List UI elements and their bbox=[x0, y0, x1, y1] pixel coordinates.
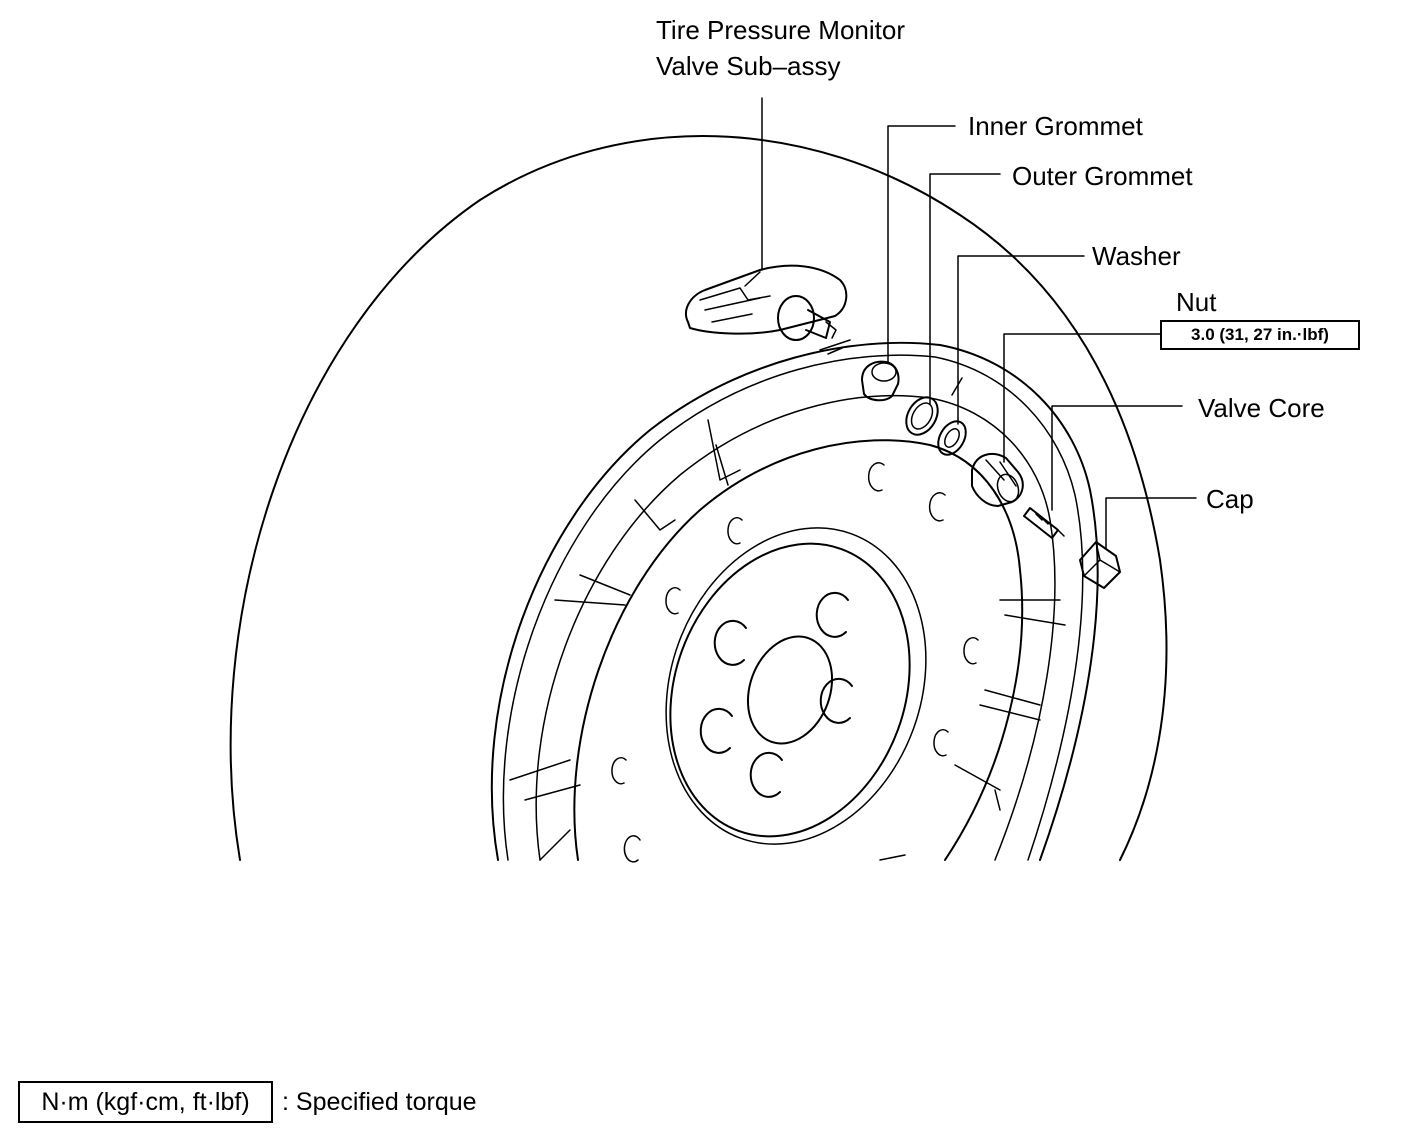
tire-outline bbox=[229, 135, 1168, 861]
washer-label: Washer bbox=[1092, 241, 1181, 271]
outer-grommet-icon bbox=[905, 396, 939, 436]
wheel-hub bbox=[665, 527, 927, 845]
tpms-sensor-icon bbox=[685, 264, 848, 341]
wheel-rim bbox=[490, 341, 1099, 861]
washer-icon bbox=[937, 420, 967, 456]
tpm-valve-label-line2: Valve Sub–assy bbox=[656, 51, 841, 81]
torque-legend-description: : Specified torque bbox=[282, 1088, 477, 1116]
cap-label: Cap bbox=[1206, 484, 1254, 514]
valve-hole bbox=[819, 339, 963, 396]
disc-holes bbox=[611, 462, 979, 863]
nut-icon bbox=[971, 453, 1024, 507]
cap-icon bbox=[1079, 541, 1121, 589]
lug-holes bbox=[699, 591, 853, 798]
wheel-disc bbox=[573, 439, 1024, 861]
nut-torque-value: 3.0 (31, 27 in.·lbf) bbox=[1160, 320, 1360, 350]
leader-lines bbox=[761, 97, 1197, 549]
torque-unit-legend-box: N·m (kgf·cm, ft·lbf) bbox=[18, 1081, 273, 1123]
nut-label: Nut bbox=[1176, 287, 1217, 317]
valve-core-label: Valve Core bbox=[1198, 393, 1325, 423]
wheel-spokes bbox=[509, 419, 1066, 861]
inner-grommet-label: Inner Grommet bbox=[968, 111, 1143, 141]
outer-grommet-label: Outer Grommet bbox=[1012, 161, 1193, 191]
valve-core-icon bbox=[1023, 507, 1065, 539]
inner-grommet-icon bbox=[861, 360, 900, 402]
tpm-valve-label-line1: Tire Pressure Monitor bbox=[656, 15, 905, 45]
